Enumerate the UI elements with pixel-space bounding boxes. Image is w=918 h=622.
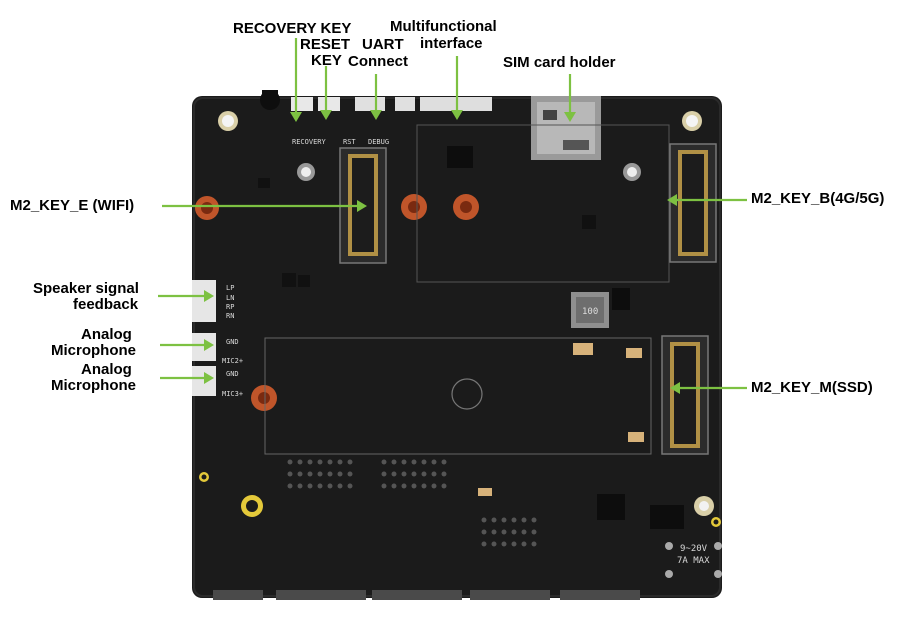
label-multi-1: Multifunctional — [390, 18, 497, 35]
silk-debug: DEBUG — [368, 138, 389, 146]
label-uart-1: UART — [362, 36, 404, 53]
label-mic-1-line-2: Microphone — [51, 342, 136, 359]
recovery-key-button — [291, 97, 313, 111]
silk-lp: LP — [226, 284, 234, 292]
silk-rp: RP — [226, 303, 234, 311]
label-speaker-1: Speaker signal — [33, 280, 139, 297]
silk-rn: RN — [226, 312, 234, 320]
label-reset-key-1: RESET — [300, 36, 351, 53]
silk-power-2: 7A MAX — [677, 556, 710, 566]
label-mic-2-line-1: Analog — [81, 361, 132, 378]
silk-mic3: MIC3+ — [222, 390, 243, 398]
silk-power-1: 9~20V — [680, 544, 708, 554]
label-multi-2: interface — [420, 35, 483, 52]
label-mic-2-line-2: Microphone — [51, 377, 136, 394]
silk-rst: RST — [343, 138, 356, 146]
silk-gnd-1: GND — [226, 338, 239, 346]
label-m2-key-m: M2_KEY_M(SSD) — [751, 379, 873, 396]
svg-text:100: 100 — [582, 307, 598, 317]
silk-gnd-2: GND — [226, 370, 239, 378]
label-mic-1-line-1: Analog — [81, 326, 132, 343]
label-recovery-key: RECOVERY KEY — [233, 20, 352, 37]
label-m2-key-e: M2_KEY_E (WIFI) — [10, 197, 135, 214]
label-reset-key-2: KEY — [311, 52, 342, 69]
label-uart-2: Connect — [348, 53, 408, 70]
label-speaker-2: feedback — [73, 296, 139, 313]
label-m2-key-b: M2_KEY_B(4G/5G) — [751, 190, 885, 207]
silk-mic2: MIC2+ — [222, 357, 243, 365]
reset-key-button — [318, 97, 340, 111]
pcb-board — [192, 96, 722, 598]
uart-connector — [355, 97, 385, 111]
silk-ln: LN — [226, 294, 234, 302]
silk-recovery: RECOVERY — [292, 138, 327, 146]
label-sim: SIM card holder — [503, 54, 616, 71]
